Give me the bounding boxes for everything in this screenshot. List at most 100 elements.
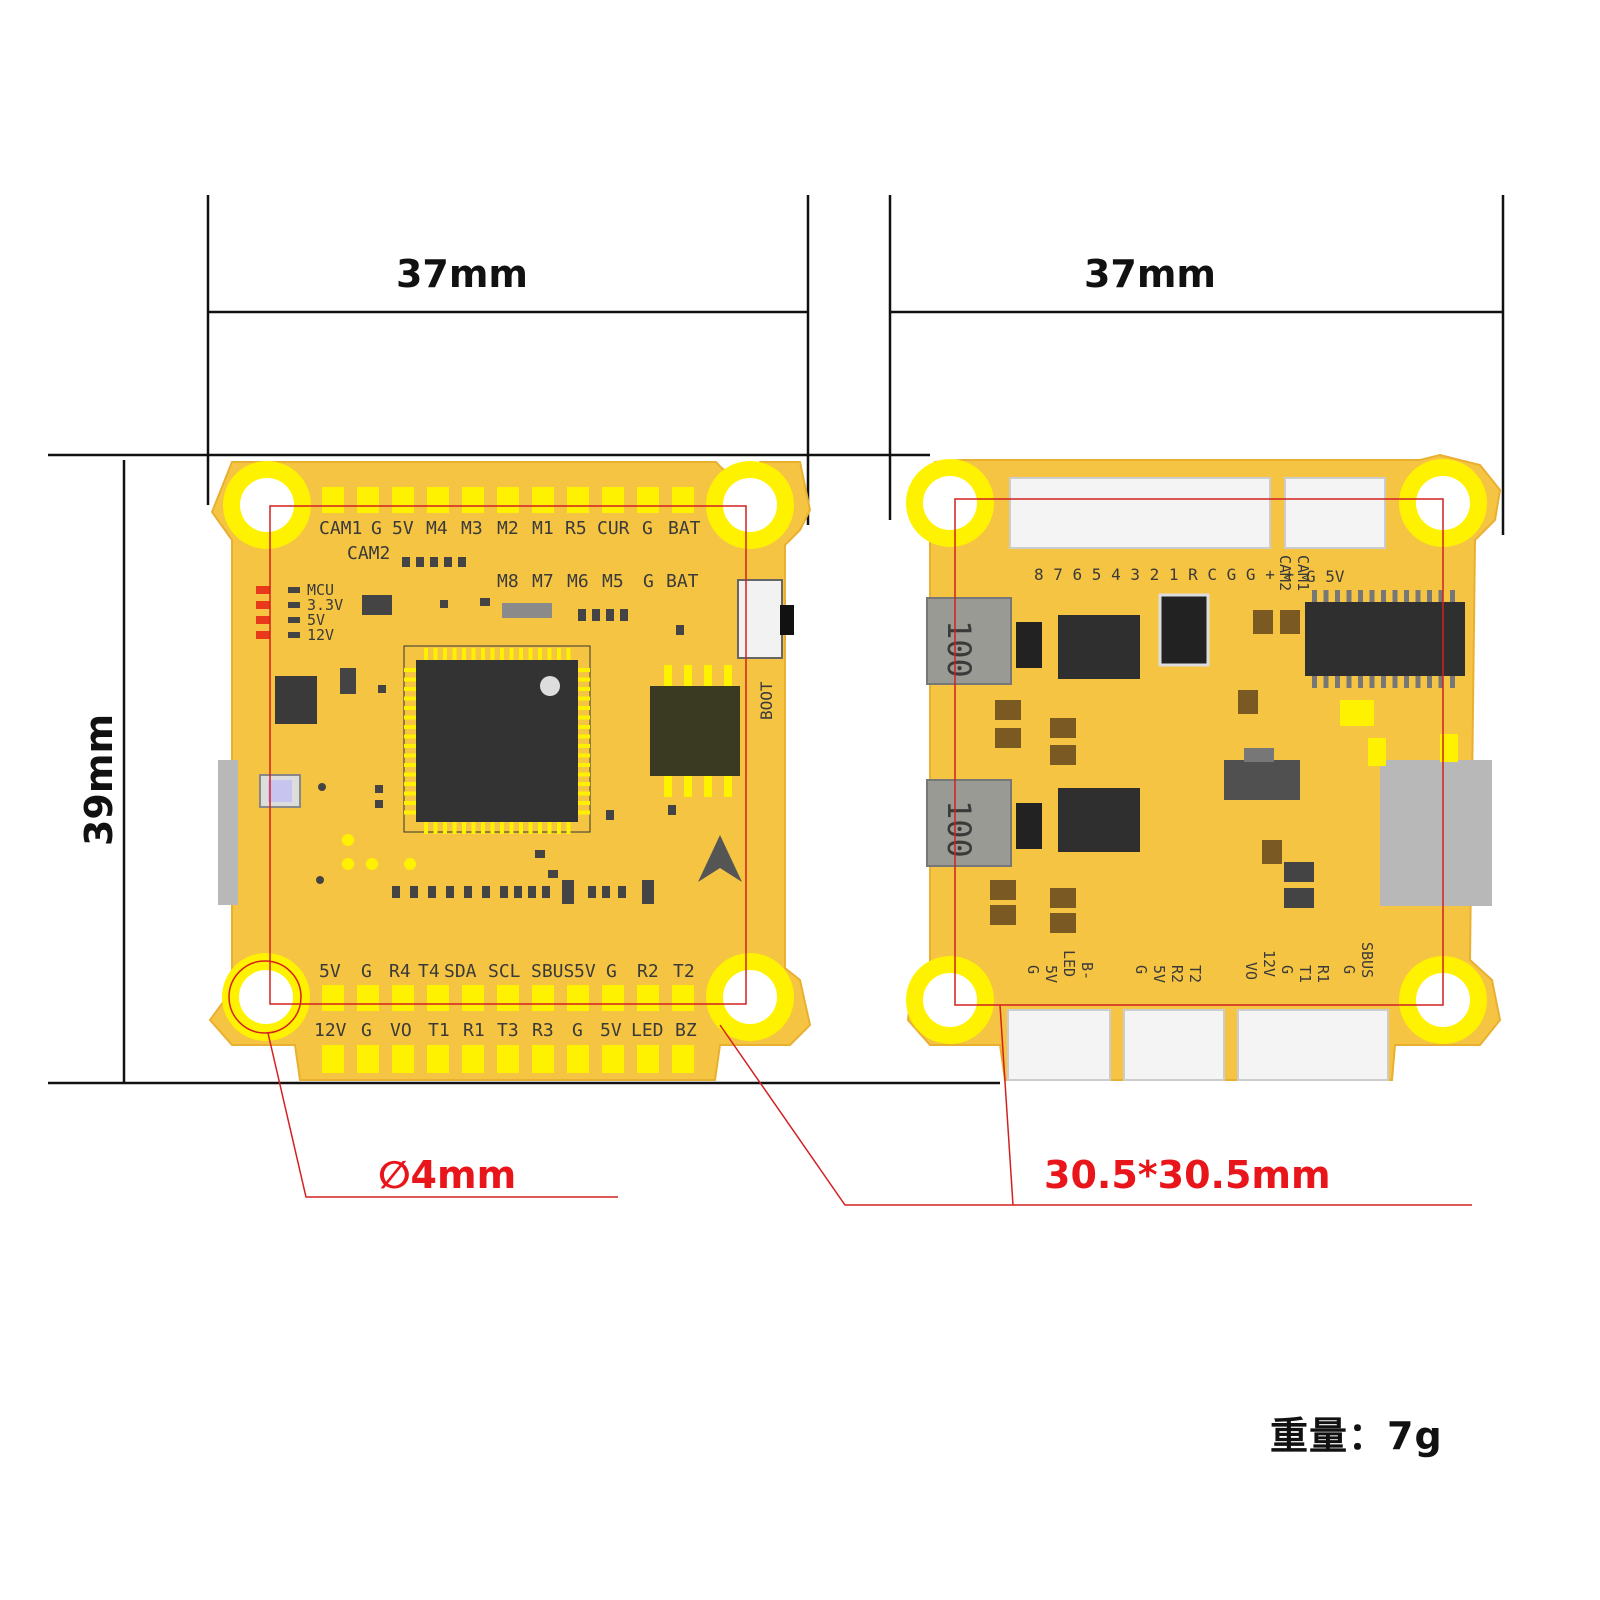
mcu-pin	[471, 822, 476, 834]
front-small-components	[340, 557, 684, 878]
mcu-pin	[578, 687, 590, 691]
mcu-pin	[578, 715, 590, 720]
inductor-label: 100	[940, 800, 978, 858]
back-board: 8 7 6 5 4 3 2 1 R C G G + + CAM1 CAM2 G …	[906, 453, 1502, 1081]
mcu-pin	[404, 763, 416, 767]
g5v-label: G 5V	[1306, 567, 1345, 586]
front-bottom-row2-labels: 12V G VO T1 R1 T3 R3 G 5V LED BZ	[314, 1020, 697, 1041]
cam-connector	[1284, 477, 1386, 549]
pin-label: R4	[389, 961, 411, 982]
back-mount-pattern-square	[954, 498, 1444, 1006]
pin-label: M3	[461, 518, 483, 539]
pin-label: T2	[673, 961, 695, 982]
pin-label: R1	[463, 1020, 485, 1041]
pin-label: G	[1340, 965, 1358, 974]
chip-pin	[1312, 676, 1317, 688]
pin-label: VO	[1242, 962, 1260, 980]
mcu-pin	[404, 810, 416, 815]
bottom-connector	[1237, 1009, 1389, 1081]
chip-pin	[1358, 676, 1363, 688]
bottom-connector	[1123, 1009, 1225, 1081]
pin-label: T1	[1296, 965, 1314, 983]
pin-label: G	[606, 961, 617, 982]
back-yellow-pads	[1340, 700, 1458, 766]
boot-label: BOOT	[757, 681, 776, 720]
chip-pin	[1438, 590, 1444, 602]
mcu-pin	[578, 810, 590, 815]
chip-pin	[1450, 590, 1455, 602]
mcu-pin	[443, 822, 447, 834]
pin-label: R5	[565, 518, 587, 539]
chip-pin	[1381, 590, 1386, 602]
mcu-pin	[404, 687, 416, 691]
pin-label: 5V	[392, 518, 414, 539]
pin-label: 5V	[1042, 965, 1060, 983]
pin-label: T2	[1186, 965, 1204, 983]
front-mount-holes	[222, 461, 794, 1041]
mcu-pin	[404, 668, 416, 672]
mcu-chip	[403, 645, 591, 834]
mcu-pin	[404, 801, 416, 805]
inductor: 100	[926, 779, 1012, 867]
mcu-pin	[490, 648, 495, 660]
front-bottom-row1-labels: 5V G R4 T4 SDA SCL SBUS 5V G R2 T2	[319, 961, 695, 982]
mcu-pin	[509, 648, 514, 660]
chip-pin	[1415, 676, 1421, 688]
mcu-pin	[578, 668, 590, 672]
esc-connector	[1009, 477, 1271, 549]
width-label-right: 37mm	[1084, 252, 1216, 296]
pin-label: T4	[418, 961, 440, 982]
mcu-pin	[519, 648, 523, 660]
weight-label: 重量：7g	[1270, 1414, 1443, 1458]
bottom-connector	[1007, 1009, 1111, 1081]
mcu-pin	[578, 801, 590, 805]
pin-label: M7	[532, 571, 554, 592]
mcu-pin	[578, 706, 590, 710]
pin-label: CUR	[597, 518, 630, 539]
chip-pin	[1346, 676, 1352, 688]
mcu-pin	[404, 772, 416, 777]
mcu-pin	[404, 677, 416, 682]
pin-label: VO	[390, 1020, 412, 1041]
pin-label: M1	[532, 518, 554, 539]
mcu-pin	[404, 791, 416, 796]
arrow-logo	[698, 835, 742, 882]
chip-pin	[1404, 590, 1409, 602]
mcu-pin	[471, 648, 476, 660]
mcu-pin	[519, 822, 523, 834]
mcu-pin	[538, 648, 542, 660]
mcu-pin	[578, 791, 590, 796]
chip-pin	[1312, 590, 1317, 602]
mcu-pin	[578, 753, 590, 758]
inductor: 100	[926, 597, 1012, 685]
chip-pin	[1404, 676, 1409, 688]
status-leds: MCU 3.3V 5V 12V	[256, 581, 343, 644]
mcu-pin	[578, 772, 590, 777]
pin-label: R3	[532, 1020, 554, 1041]
chip-pin	[1369, 676, 1375, 688]
imu-chip	[275, 676, 317, 724]
chip-pin	[1369, 590, 1375, 602]
usb-connector	[218, 760, 238, 905]
back-chips	[1016, 590, 1492, 908]
mcu-pin	[528, 648, 533, 660]
pin-label: LED	[1060, 950, 1078, 977]
pin-label: G	[572, 1020, 583, 1041]
pin-label: G	[642, 518, 653, 539]
mcu-pin	[481, 648, 485, 660]
pin-label: BZ	[675, 1020, 697, 1041]
pin-label: T1	[428, 1020, 450, 1041]
pin-label: 12V	[314, 1020, 347, 1041]
pin-label: G	[1132, 965, 1150, 974]
mcu-pin	[578, 763, 590, 767]
mcu-pin	[433, 648, 438, 660]
mcu-pin	[566, 822, 571, 834]
pin-label: 5V	[319, 961, 341, 982]
mcu-pin	[462, 822, 466, 834]
pin-label: G	[361, 961, 372, 982]
led-label: 3.3V	[307, 596, 343, 614]
pin-label: T3	[497, 1020, 519, 1041]
pin-label: G	[1278, 965, 1296, 974]
chip-pin	[1323, 676, 1329, 688]
led-label: 5V	[307, 611, 325, 629]
